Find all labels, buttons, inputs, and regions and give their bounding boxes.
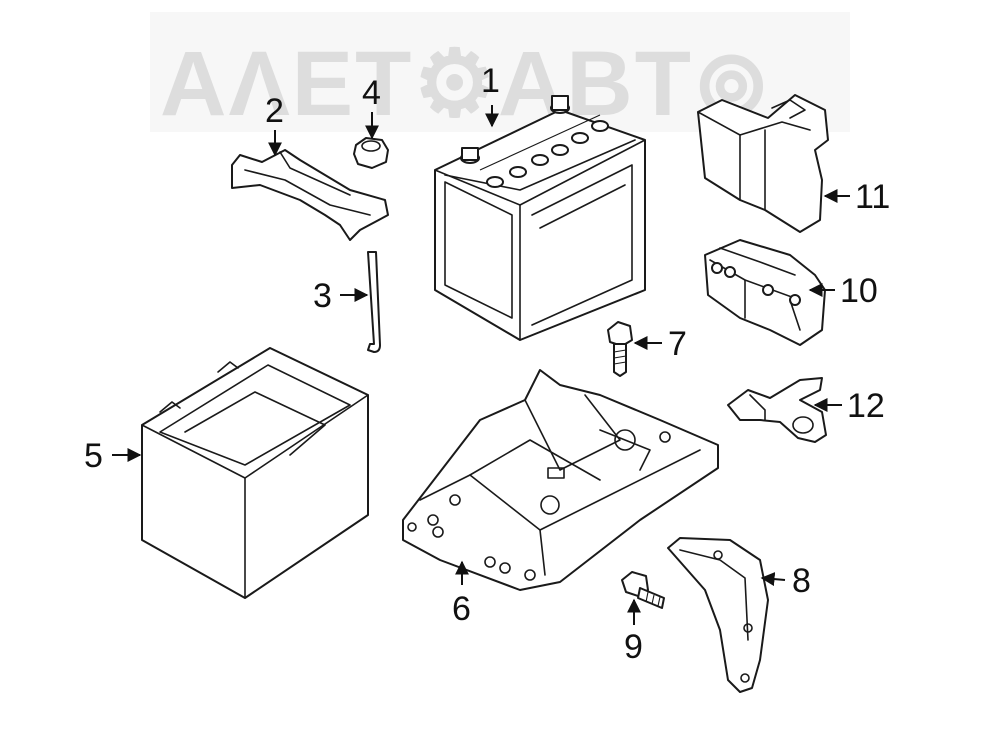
callout-11: 11 xyxy=(855,178,890,216)
callout-10: 10 xyxy=(840,272,878,310)
callout-6: 6 xyxy=(452,590,471,628)
leader-lines xyxy=(112,105,850,625)
callout-9: 9 xyxy=(624,628,643,666)
callout-7: 7 xyxy=(668,325,687,363)
battery-tray-part xyxy=(402,369,719,591)
j-bolt-part xyxy=(367,251,381,353)
bolt-9-part xyxy=(621,571,665,609)
leader-8 xyxy=(760,572,786,587)
callout-5: 5 xyxy=(84,437,103,475)
callout-12: 12 xyxy=(847,387,885,425)
battery-part xyxy=(434,95,646,341)
watermark-text: ΑΛΕΤ⚙ΑΒΤ⊚ xyxy=(160,33,772,135)
bolt-7-part xyxy=(607,321,633,377)
battery-box-part xyxy=(141,347,369,599)
terminal-clamp-part xyxy=(727,377,827,443)
callout-labels: 1 2 3 4 5 6 7 8 9 10 11 12 xyxy=(84,62,890,666)
nut-part xyxy=(353,137,389,169)
callout-2: 2 xyxy=(265,92,284,130)
fuse-block-part xyxy=(704,239,826,346)
callout-8: 8 xyxy=(792,562,811,600)
callout-4: 4 xyxy=(362,74,381,112)
terminal-cover-part xyxy=(697,94,829,233)
callout-1: 1 xyxy=(481,62,500,100)
callout-3: 3 xyxy=(313,277,332,315)
bracket-8-part xyxy=(667,537,769,693)
watermark-logo: ΑΛΕΤ⚙ΑΒΤ⊚ xyxy=(150,12,850,135)
